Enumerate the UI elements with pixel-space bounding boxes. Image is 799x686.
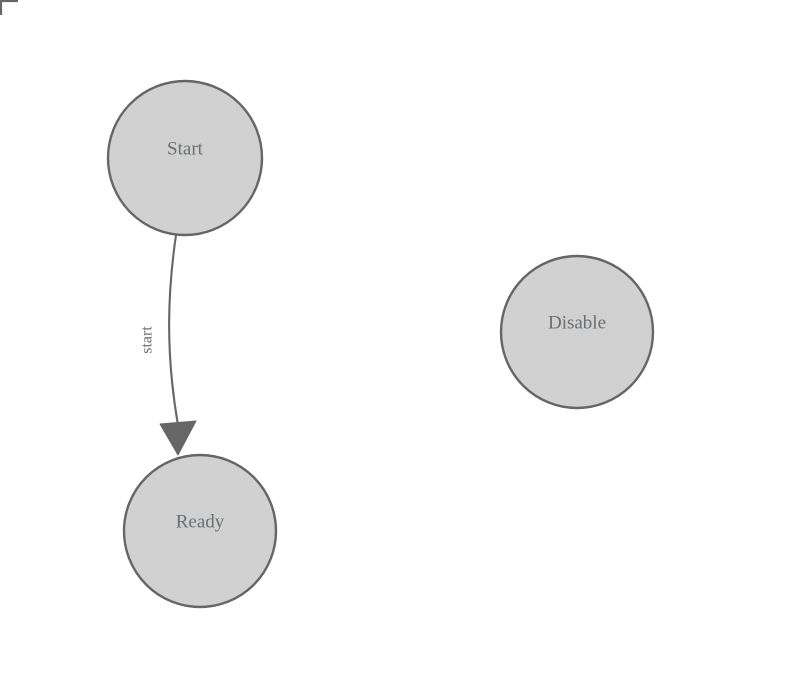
node-start-circle[interactable] (106, 79, 264, 237)
top-left-corner-bracket-icon (0, 0, 18, 15)
node-start[interactable]: Start (106, 79, 264, 237)
node-ready-circle[interactable] (122, 453, 278, 609)
edge-label-start: start (139, 326, 156, 354)
node-disable-circle[interactable] (499, 254, 655, 410)
node-ready-label: Ready (176, 511, 225, 532)
node-disable-label: Disable (548, 312, 606, 333)
edge-path (168, 233, 180, 427)
node-disable[interactable]: Disable (499, 254, 655, 410)
node-ready[interactable]: Ready (122, 453, 278, 609)
edge-arrowhead-icon (159, 420, 197, 456)
node-start-label: Start (167, 138, 204, 159)
edge-start-to-ready[interactable]: start (139, 233, 197, 456)
